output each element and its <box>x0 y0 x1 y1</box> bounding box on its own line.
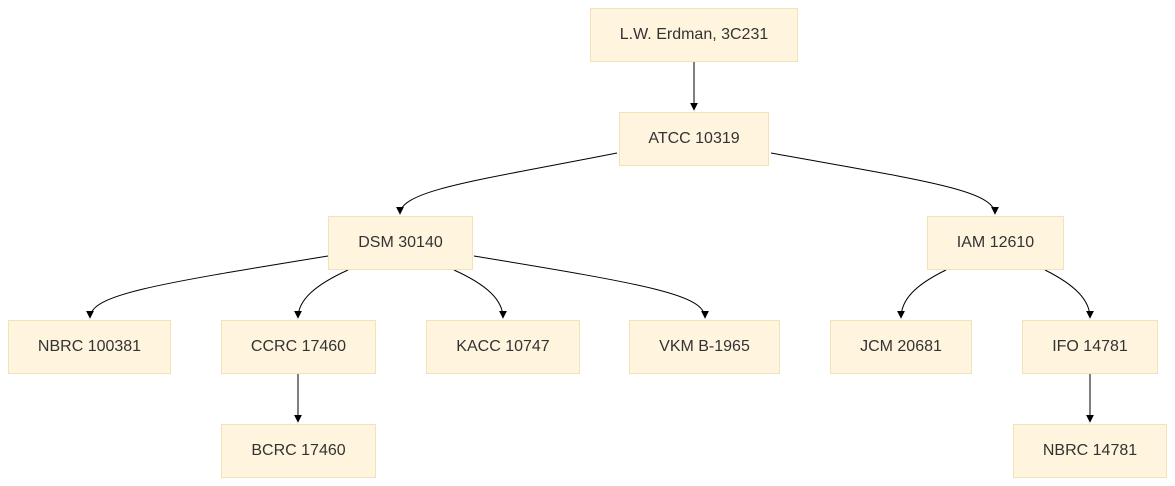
node-n2: ATCC 10319 <box>619 112 769 166</box>
edge-n3-n7 <box>453 269 507 319</box>
node-n12: NBRC 14781 <box>1013 424 1167 478</box>
node-n4: IAM 12610 <box>927 216 1064 270</box>
node-n5: NBRC 100381 <box>8 320 171 374</box>
edge-n4-n9 <box>897 269 947 319</box>
edge-n4-n10 <box>1044 269 1094 319</box>
node-n8: VKM B-1965 <box>629 320 780 374</box>
edge-n3-n8 <box>473 255 709 319</box>
node-n1: L.W. Erdman, 3C231 <box>590 8 798 62</box>
edge-n3-n6 <box>294 269 349 319</box>
edge-n3-n5 <box>86 255 329 319</box>
node-n11: BCRC 17460 <box>221 424 376 478</box>
node-n9: JCM 20681 <box>830 320 972 374</box>
edge-n2-n3 <box>396 152 618 215</box>
node-n10: IFO 14781 <box>1022 320 1158 374</box>
node-n6: CCRC 17460 <box>221 320 376 374</box>
node-n3: DSM 30140 <box>328 216 473 270</box>
edge-n2-n4 <box>770 152 999 215</box>
node-n7: KACC 10747 <box>426 320 580 374</box>
